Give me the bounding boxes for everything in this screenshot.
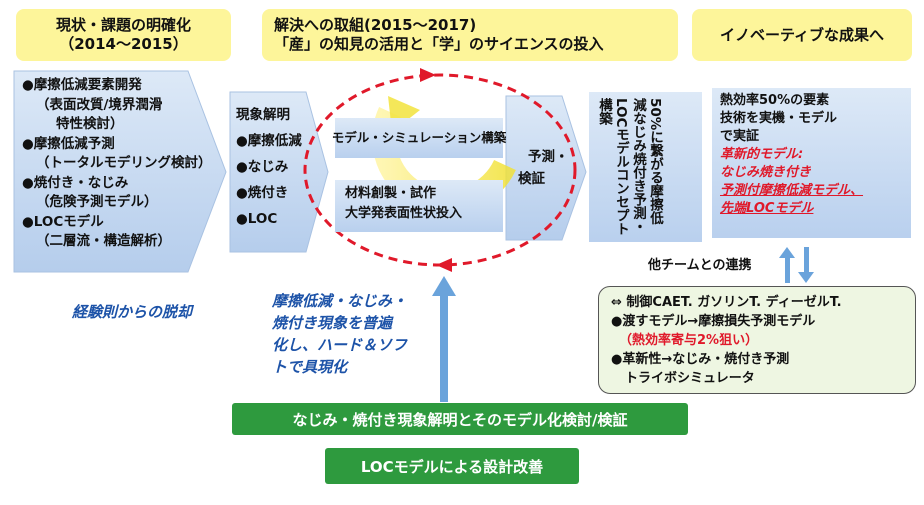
header-current-issues-line2: （2014～2015） [59, 35, 188, 53]
material-line2: 大学発表面性状投入 [345, 205, 463, 221]
coop-line2: ●渡すモデル→摩擦損失予測モデル [611, 314, 816, 329]
coop-label: 他チームとの連携 [648, 258, 752, 273]
results-line2: 技術を実機・モデル [720, 111, 838, 126]
header-results-text: イノベーティブな成果へ [719, 25, 885, 44]
green-box-model: なじみ・焼付き現象解明とそのモデル化検討/検証 [232, 403, 688, 435]
header-results: イノベーティブな成果へ [692, 9, 912, 61]
issue-sub: （表面改質/境界潤滑 [36, 96, 163, 113]
results-red1: 革新的モデル: [720, 147, 804, 162]
phenomena-item: LOC [236, 206, 302, 232]
phenomena-list: 現象解明 摩擦低減 なじみ 焼付き LOC [236, 102, 302, 232]
coop-line5: トライボシミュレータ [625, 371, 755, 386]
header-approach-line2: 「産」の知見の活用と「学」のサイエンスの投入 [274, 35, 604, 53]
results-line3: で実証 [720, 129, 760, 144]
generalize-line3: 化し、ハード＆ソフ [272, 336, 408, 354]
header-current-issues: 現状・課題の明確化 （2014～2015） [16, 9, 231, 61]
header-current-issues-line1: 現状・課題の明確化 [55, 16, 191, 34]
phenomena-item: 焼付き [236, 180, 302, 206]
green-box-model-text: なじみ・焼付き現象解明とそのモデル化検討/検証 [292, 410, 628, 429]
prediction-text: 予測・ 検証 [518, 146, 569, 190]
red-arrow-top [420, 68, 436, 82]
results-line1: 熱効率50%の要素 [720, 93, 830, 108]
generalize-text: 摩擦低減・なじみ・ 焼付き現象を普遍 化し、ハード＆ソフ トで具現化 [272, 290, 407, 378]
coop-box: ⇔ 制御CAET. ガソリンT. ディーゼルT. ●渡すモデル→摩擦損失予測モデ… [598, 286, 916, 394]
concept-box: 50%に繋がる摩擦低減なじみ焼付き予測・LOCモデルコンセプト構築 [589, 92, 702, 242]
phenomena-item: 摩擦低減 [236, 128, 302, 154]
results-red3: 予測付摩擦低減モデル、 [720, 183, 864, 198]
header-approach-line1: 解決への取組(2015～2017) [274, 16, 477, 34]
issue-title: 摩擦低減予測 [22, 135, 212, 155]
red-arrow-bottom [436, 258, 452, 272]
prediction-line1: 予測・ [528, 149, 569, 165]
green-box-loc-text: LOCモデルによる設計改善 [360, 457, 544, 476]
blue-up-arrow [432, 276, 456, 402]
results-box: 熱効率50%の要素 技術を実機・モデル で実証 革新的モデル: なじみ焼き付き … [712, 88, 911, 238]
issue-title: LOCモデル [22, 213, 212, 233]
coop-line1: ⇔ 制御CAET. ガソリンT. ディーゼルT. [611, 295, 842, 310]
issue-sub: （危険予測モデル） [36, 194, 158, 210]
issue-title: 焼付き・なじみ [22, 174, 212, 194]
issue-title: 摩擦低減要素開発 [22, 76, 212, 96]
current-issues-list: 摩擦低減要素開発 （表面改質/境界潤滑 特性検討） 摩擦低減予測 （トータルモデ… [22, 76, 212, 252]
empirical-text: 経験則からの脱却 [72, 303, 193, 321]
prediction-line2: 検証 [518, 171, 545, 187]
phenomena-item: なじみ [236, 154, 302, 180]
material-box: 材料創製・試作 大学発表面性状投入 [335, 180, 503, 232]
model-simulation-box: モデル・シミュレーション構築 [332, 118, 506, 158]
green-box-loc: LOCモデルによる設計改善 [325, 448, 579, 484]
phenomena-title: 現象解明 [236, 107, 290, 123]
results-red4: 先端LOCモデル [720, 201, 814, 216]
generalize-line2: 焼付き現象を普遍 [272, 314, 393, 332]
issue-sub: （トータルモデリング検討） [36, 155, 212, 171]
model-simulation-text: モデル・シミュレーション構築 [331, 130, 507, 146]
coop-line3: （熱効率寄与2%狙い） [619, 333, 759, 348]
coop-line4: ●革新性→なじみ・焼付き予測 [611, 352, 790, 367]
concept-vertical-text: 50%に繋がる摩擦低減なじみ焼付き予測・LOCモデルコンセプト構築 [596, 98, 663, 236]
issue-sub: 特性検討） [56, 116, 124, 132]
generalize-line4: トで具現化 [272, 358, 348, 376]
coop-double-arrows [779, 247, 814, 283]
header-approach: 解決への取組(2015～2017) 「産」の知見の活用と「学」のサイエンスの投入 [262, 9, 678, 61]
generalize-line1: 摩擦低減・なじみ・ [272, 292, 408, 310]
material-line1: 材料創製・試作 [345, 186, 437, 201]
results-red2: なじみ焼き付き [720, 165, 812, 180]
issue-sub: （二層流・構造解析） [36, 233, 171, 249]
